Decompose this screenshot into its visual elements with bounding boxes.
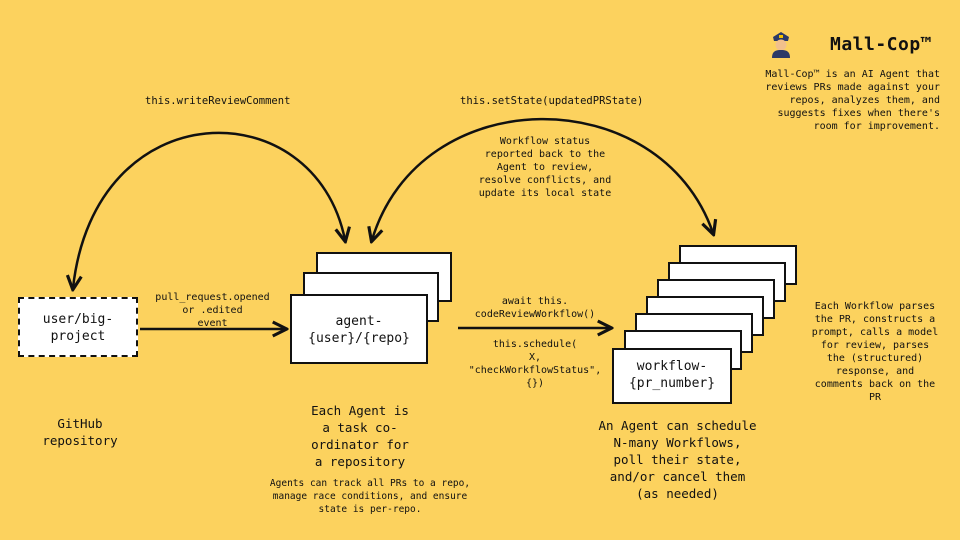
police-officer-icon (770, 30, 792, 58)
workflow-box-label: workflow- {pr_number} (628, 359, 716, 391)
workflow-status-label: Workflow status reported back to the Age… (478, 136, 612, 199)
write-review-label: this.writeReviewComment (145, 95, 291, 107)
set-state-label: this.setState(updatedPRState) (460, 95, 644, 107)
app-title: Mall-Cop™ (830, 34, 933, 55)
await-label: await this. codeReviewWorkflow() (474, 296, 596, 320)
repo-box-label: user/big- project (42, 312, 114, 344)
schedule-label: this.schedule( X, "checkWorkflowStatus",… (468, 339, 602, 389)
write-review-arc (73, 131, 345, 288)
repo-caption: GitHub repository (42, 416, 118, 448)
workflow-caption: An Agent can schedule N-many Workflows, … (598, 418, 757, 501)
agent-caption: Each Agent is a task co- ordinator for a… (311, 403, 409, 469)
repo-box (18, 297, 138, 357)
workflow-box (612, 348, 732, 404)
agent-box-label: agent- {user}/{repo} (308, 314, 410, 346)
set-state-arc (372, 117, 713, 240)
agent-box (290, 294, 428, 364)
agent-note: Agents can track all PRs to a repo, mana… (269, 478, 471, 515)
app-description: Mall-Cop™ is an AI Agent that reviews PR… (765, 69, 940, 132)
event-label: pull_request.opened or .edited event (155, 292, 270, 329)
workflow-note: Each Workflow parses the PR, constructs … (811, 301, 939, 403)
